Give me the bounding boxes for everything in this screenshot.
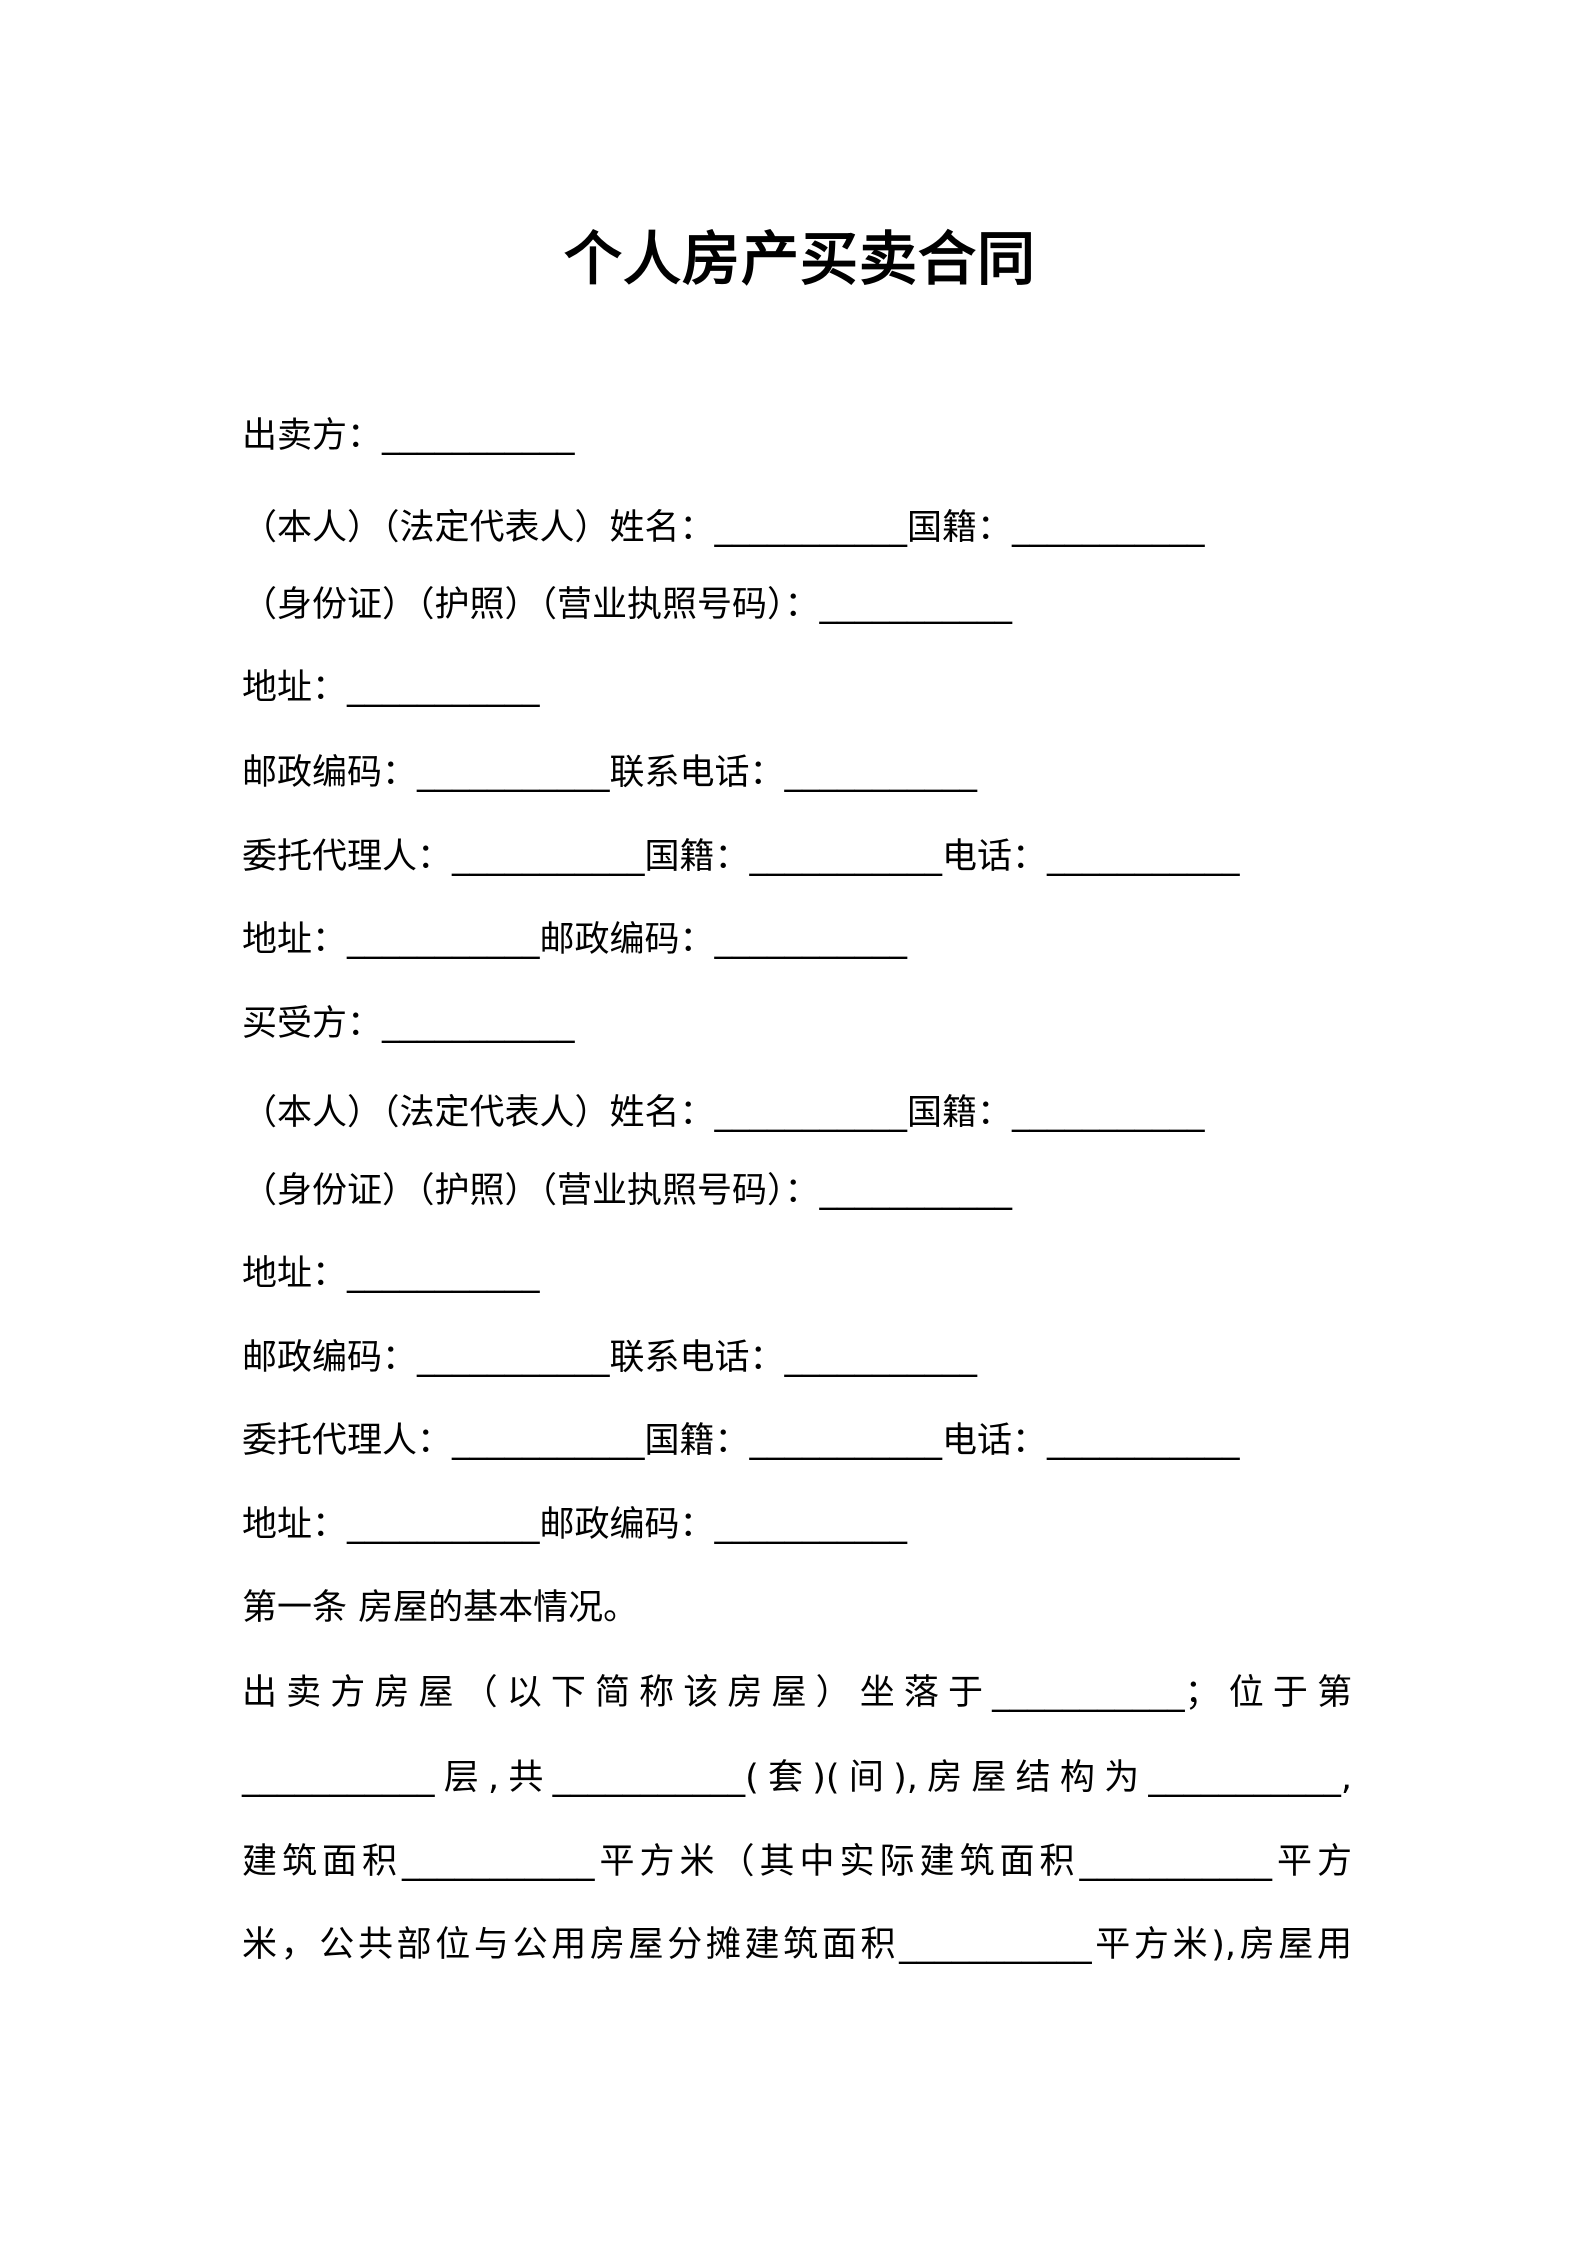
seller-agent-address-line: 地址：___________邮政编码：___________ <box>242 920 908 960</box>
buyer-id-line: （身份证）（护照）（营业执照号码）：___________ <box>242 1171 1013 1211</box>
article-1-text-line-1: 出卖方房屋（以下简称该房屋）坐落于___________；位于第 <box>242 1673 1352 1713</box>
buyer-line: 买受方：___________ <box>242 1004 575 1044</box>
seller-id-line: （身份证）（护照）（营业执照号码）：___________ <box>242 585 1013 625</box>
article-1-text-line-2: ___________层,共___________(套)(间),房屋结构为___… <box>242 1758 1352 1798</box>
buyer-address-line: 地址：___________ <box>242 1254 540 1294</box>
buyer-postcode-phone-line: 邮政编码：___________联系电话：___________ <box>242 1338 978 1378</box>
seller-address-line: 地址：___________ <box>242 668 540 708</box>
article-1-heading: 第一条 房屋的基本情况。 <box>242 1588 639 1628</box>
buyer-name-nationality-line: （本人）（法定代表人）姓名：___________国籍：___________ <box>242 1093 1205 1133</box>
article-1-text-line-4: 米，公共部位与公用房屋分摊建筑面积___________平方米),房屋用 <box>242 1925 1352 1965</box>
buyer-agent-line: 委托代理人：___________国籍：___________电话：______… <box>242 1421 1240 1461</box>
document-title: 个人房产买卖合同 <box>563 225 1036 293</box>
buyer-agent-address-line: 地址：___________邮政编码：___________ <box>242 1505 908 1545</box>
seller-name-nationality-line: （本人）（法定代表人）姓名：___________国籍：___________ <box>242 508 1205 548</box>
seller-postcode-phone-line: 邮政编码：___________联系电话：___________ <box>242 753 978 793</box>
seller-line: 出卖方：___________ <box>242 416 575 456</box>
seller-agent-line: 委托代理人：___________国籍：___________电话：______… <box>242 837 1240 877</box>
article-1-text-line-3: 建筑面积___________平方米（其中实际建筑面积___________平方 <box>242 1842 1352 1882</box>
